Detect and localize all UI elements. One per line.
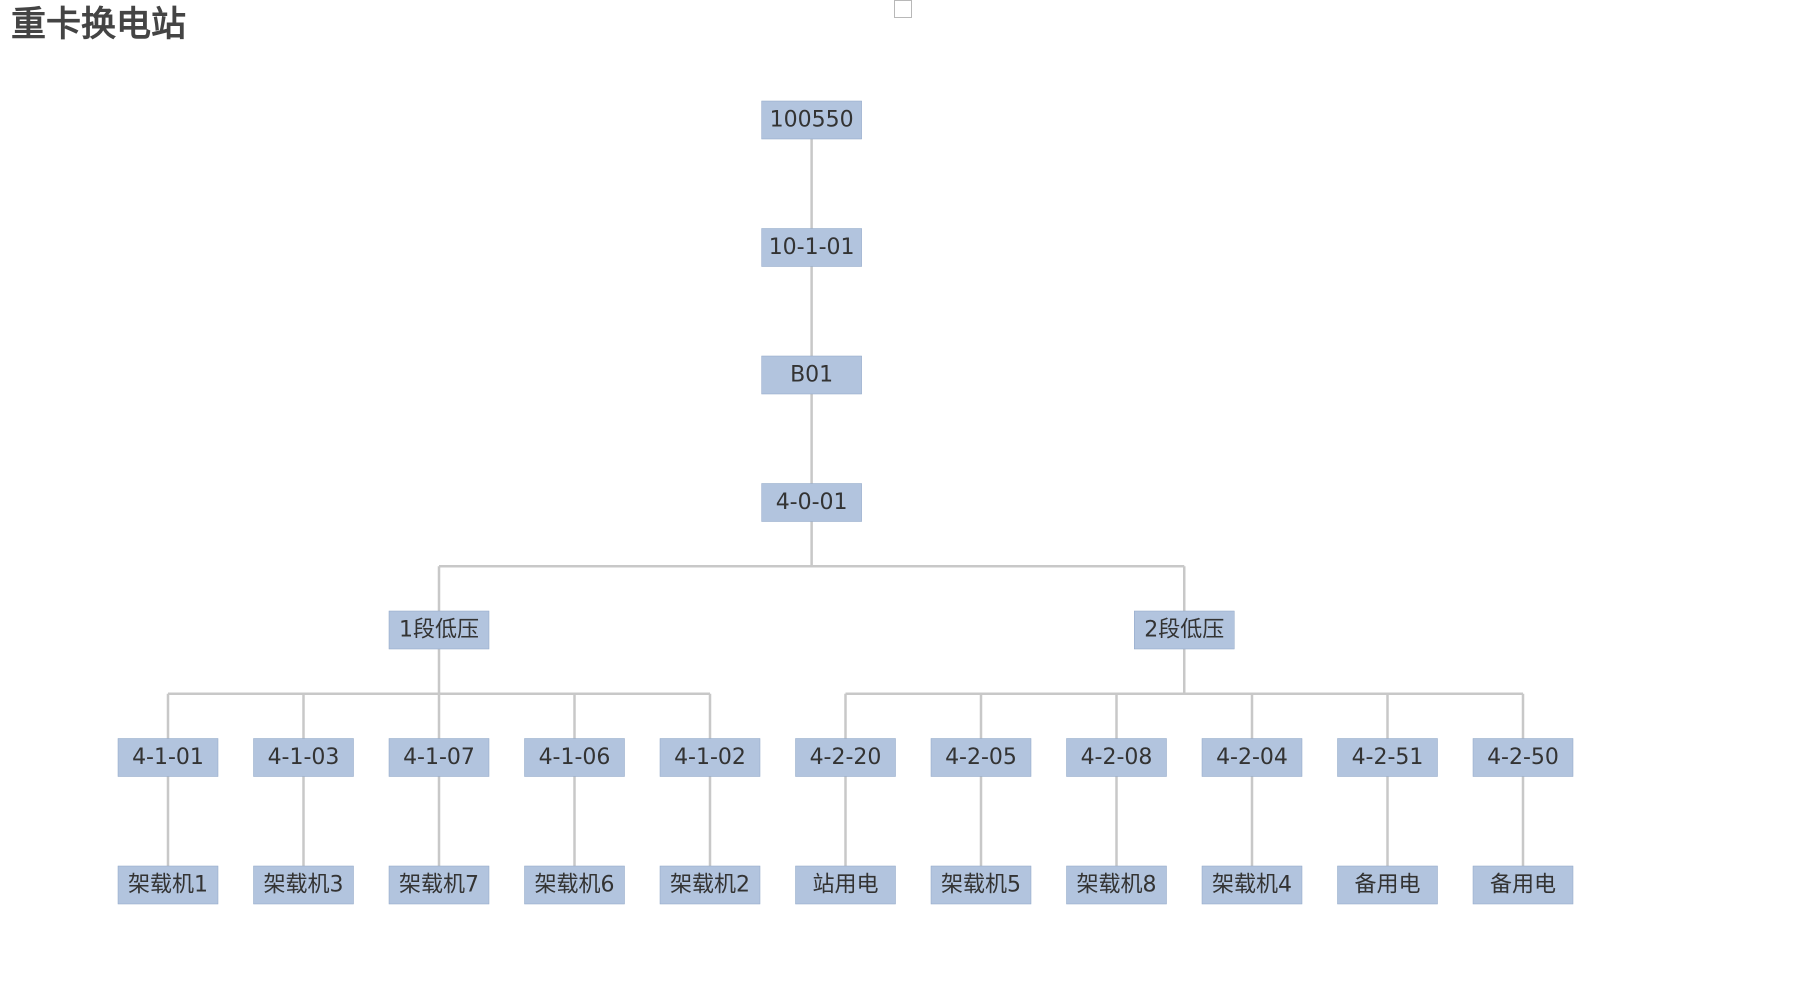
tree-node[interactable]: 架载机2	[659, 865, 761, 905]
tree-node-label: 100550	[770, 108, 854, 133]
tree-node-box	[1201, 865, 1303, 905]
tree-node-label: 架载机3	[264, 873, 344, 898]
tree-node-box	[1337, 738, 1438, 777]
tree-node[interactable]: 备用电	[1472, 865, 1574, 905]
tree-node-box	[1134, 610, 1235, 650]
tree-node-box	[1472, 865, 1574, 905]
tree-node[interactable]: 4-2-20	[795, 738, 896, 777]
tree-node[interactable]: 4-2-50	[1472, 738, 1574, 777]
tree-node[interactable]: 1段低压	[388, 610, 490, 650]
tree-node[interactable]: 10-1-01	[761, 228, 862, 267]
tree-node[interactable]: 4-1-06	[524, 738, 625, 777]
tree-node-label: 4-1-06	[539, 745, 611, 770]
tree-node[interactable]: 备用电	[1337, 865, 1438, 905]
tree-node-box	[388, 610, 490, 650]
tree-node-box	[761, 100, 862, 140]
tree-node-label: 架载机8	[1077, 873, 1157, 898]
tree-node[interactable]: 4-1-01	[117, 738, 219, 777]
tree-node-box	[388, 865, 490, 905]
tree-node-box	[761, 483, 862, 522]
tree-node-label: 4-2-51	[1352, 745, 1424, 770]
tree-node[interactable]: 4-2-04	[1201, 738, 1303, 777]
tree-node-label: 架载机2	[670, 873, 750, 898]
tree-node[interactable]: B01	[761, 355, 862, 395]
tree-node[interactable]: 架载机1	[117, 865, 219, 905]
tree-node-label: 1段低压	[399, 618, 479, 643]
tree-node-box	[253, 865, 354, 905]
edges	[166, 120, 1525, 885]
tree-edge	[844, 630, 1525, 758]
tree-node[interactable]: 架载机8	[1066, 865, 1167, 905]
page-title: 重卡换电站	[11, 5, 187, 45]
tree-node-label: 4-1-02	[674, 745, 746, 770]
tree-node-label: 备用电	[1490, 873, 1556, 898]
tree-node-label: 10-1-01	[769, 235, 855, 260]
tree-node-label: 架载机1	[128, 873, 208, 898]
tree-node-box	[1066, 738, 1167, 777]
tree-node[interactable]: 架载机4	[1201, 865, 1303, 905]
tree-node-box	[1066, 865, 1167, 905]
tree-node[interactable]: 4-2-08	[1066, 738, 1167, 777]
tree-node-box	[1337, 865, 1438, 905]
tree-node-box	[659, 738, 761, 777]
tree-node-box	[1201, 738, 1303, 777]
tree-node[interactable]: 4-0-01	[761, 483, 862, 522]
tree-node-box	[253, 738, 354, 777]
tree-node-label: 2段低压	[1144, 618, 1224, 643]
checkbox[interactable]	[894, 0, 912, 18]
tree-node[interactable]: 4-1-07	[388, 738, 490, 777]
tree-node-box	[117, 865, 219, 905]
tree-node-label: 4-2-08	[1081, 745, 1153, 770]
tree-node-box	[795, 738, 896, 777]
tree-node-label: 4-1-03	[268, 745, 340, 770]
tree-node-label: B01	[790, 363, 833, 388]
tree-node-label: 架载机6	[535, 873, 615, 898]
tree-node-label: 4-2-20	[810, 745, 882, 770]
tree-node-box	[524, 865, 625, 905]
tree-node[interactable]: 4-2-51	[1337, 738, 1438, 777]
tree-node[interactable]: 4-1-03	[253, 738, 354, 777]
tree-node-box	[524, 738, 625, 777]
tree-node-label: 4-2-04	[1216, 745, 1288, 770]
tree-node-box	[930, 738, 1032, 777]
tree-node-label: 4-2-05	[945, 745, 1017, 770]
tree-node[interactable]: 4-1-02	[659, 738, 761, 777]
tree-node[interactable]: 架载机5	[930, 865, 1032, 905]
tree-node-label: 站用电	[812, 873, 878, 898]
tree-node-label: 4-0-01	[776, 490, 848, 515]
tree-node-box	[761, 228, 862, 267]
tree-node-label: 架载机7	[399, 873, 479, 898]
tree-node[interactable]: 架载机3	[253, 865, 354, 905]
tree-node[interactable]: 2段低压	[1134, 610, 1235, 650]
tree-node-box	[1472, 738, 1574, 777]
tree-node[interactable]: 架载机6	[524, 865, 625, 905]
tree-node-label: 4-1-07	[403, 745, 475, 770]
tree-node-label: 4-1-01	[132, 745, 204, 770]
tree-node-box	[930, 865, 1032, 905]
tree-edge	[166, 630, 712, 758]
tree-node-label: 备用电	[1354, 873, 1420, 898]
tree-node-box	[117, 738, 219, 777]
tree-node[interactable]: 站用电	[795, 865, 896, 905]
tree-edge	[437, 502, 1186, 630]
tree-node-box	[761, 355, 862, 395]
tree-node-box	[659, 865, 761, 905]
tree-node[interactable]: 架载机7	[388, 865, 490, 905]
tree-node[interactable]: 4-2-05	[930, 738, 1032, 777]
tree-node[interactable]: 100550	[761, 100, 862, 140]
tree-node-box	[388, 738, 490, 777]
tree-node-label: 4-2-50	[1487, 745, 1559, 770]
tree-node-label: 架载机4	[1212, 873, 1292, 898]
tree-node-box	[795, 865, 896, 905]
tree-node-label: 架载机5	[941, 873, 1021, 898]
